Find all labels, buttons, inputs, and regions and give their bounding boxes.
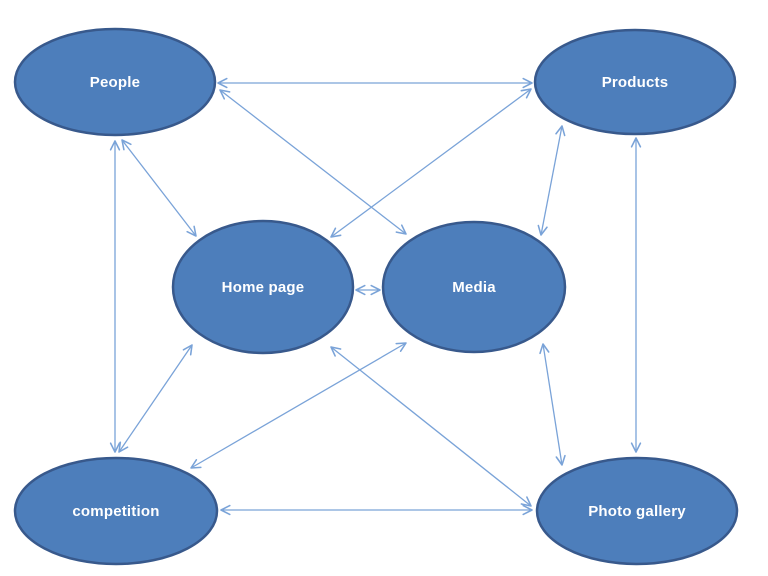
node-label-photo-gallery: Photo gallery xyxy=(588,503,686,520)
node-label-competition: competition xyxy=(72,503,159,520)
node-group-products: Products xyxy=(533,28,737,136)
node-label-home-page: Home page xyxy=(222,279,305,296)
node-competition[interactable] xyxy=(13,456,219,566)
connector-home-page-competition xyxy=(118,344,193,453)
connector-home-page-photo-gallery xyxy=(330,346,532,507)
connector-products-media xyxy=(537,125,566,236)
node-home-page[interactable] xyxy=(171,219,355,355)
node-label-products: Products xyxy=(602,74,669,91)
node-products[interactable] xyxy=(533,28,737,136)
connector-people-media xyxy=(219,89,407,235)
node-photo-gallery[interactable] xyxy=(535,456,739,566)
node-media[interactable] xyxy=(381,220,567,354)
node-group-home-page: Home page xyxy=(171,219,355,355)
node-label-people: People xyxy=(90,74,140,91)
connectors xyxy=(109,77,642,516)
connector-media-photo-gallery xyxy=(539,343,566,466)
connector-products-home-page xyxy=(330,88,532,238)
node-people[interactable] xyxy=(13,27,217,137)
connector-media-competition xyxy=(190,342,407,469)
node-group-media: Media xyxy=(381,220,567,354)
node-group-photo-gallery: Photo gallery xyxy=(535,456,739,566)
node-group-competition: competition xyxy=(13,456,219,566)
connector-people-home-page xyxy=(121,139,197,237)
node-group-people: People xyxy=(13,27,217,137)
node-label-media: Media xyxy=(452,279,496,296)
